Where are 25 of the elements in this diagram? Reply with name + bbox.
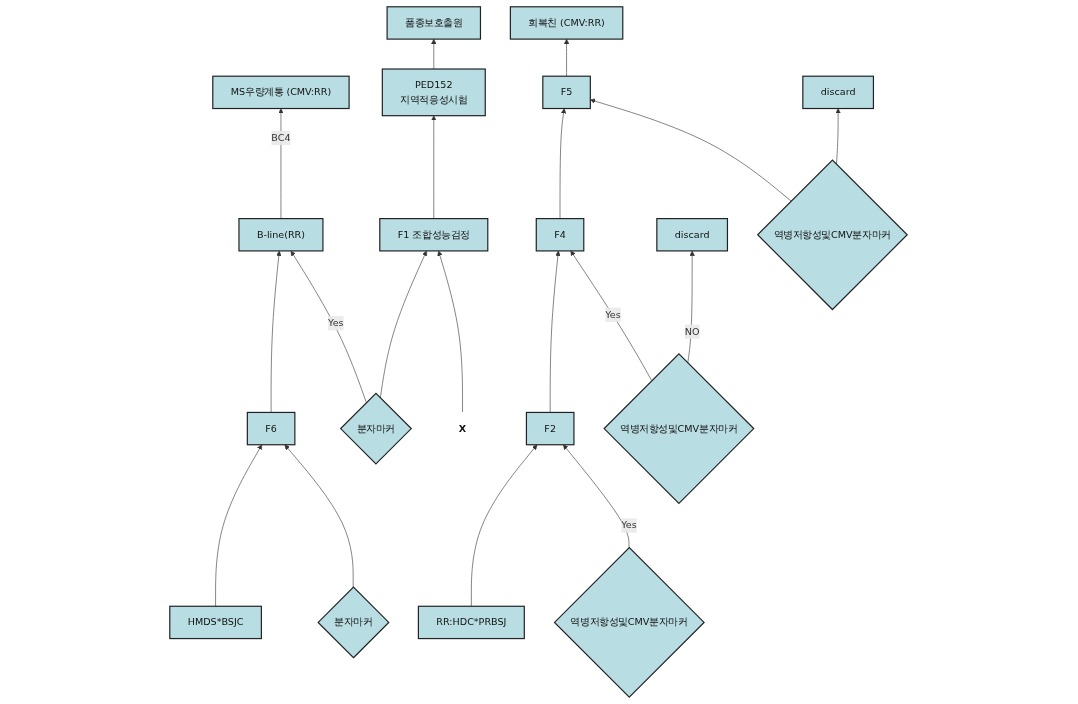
node-box: PED152 지역적응성시험 (382, 68, 487, 117)
node-box: F6 (247, 411, 296, 446)
node-box: F2 (526, 411, 575, 446)
node-diamond: 분자마커 (317, 586, 391, 659)
node-box: HMDS*BSJC (169, 605, 263, 640)
node-box: F5 (542, 75, 592, 110)
node-box: 품종보호출원 (387, 6, 482, 40)
node-box: F4 (536, 218, 585, 252)
node-diamond: 역병저항성및CMV분자마커 (603, 352, 756, 505)
edge-label: BC4 (271, 131, 292, 144)
edge-label: Yes (621, 519, 638, 531)
edge-label: Yes (328, 317, 345, 329)
node-diamond: 분자마커 (340, 392, 413, 465)
node-box: B-line(RR) (238, 218, 325, 252)
node-diamond: 역병저항성및CMV분자마커 (554, 546, 706, 699)
node-box: discard (656, 218, 729, 252)
node-box: F1 조합성능검정 (379, 218, 489, 252)
edge-label: Yes (605, 308, 622, 321)
node-text: X (459, 422, 467, 434)
node-box: RR:HDC*PRBSJ (418, 605, 526, 640)
node-box: discard (802, 75, 875, 110)
node-box: 회복친 (CMV:RR) (510, 6, 624, 40)
edge-label: NO (685, 325, 700, 338)
node-box: MS우량계통 (CMV:RR) (212, 75, 351, 110)
node-diamond: 역병저항성및CMV분자마커 (757, 159, 909, 311)
